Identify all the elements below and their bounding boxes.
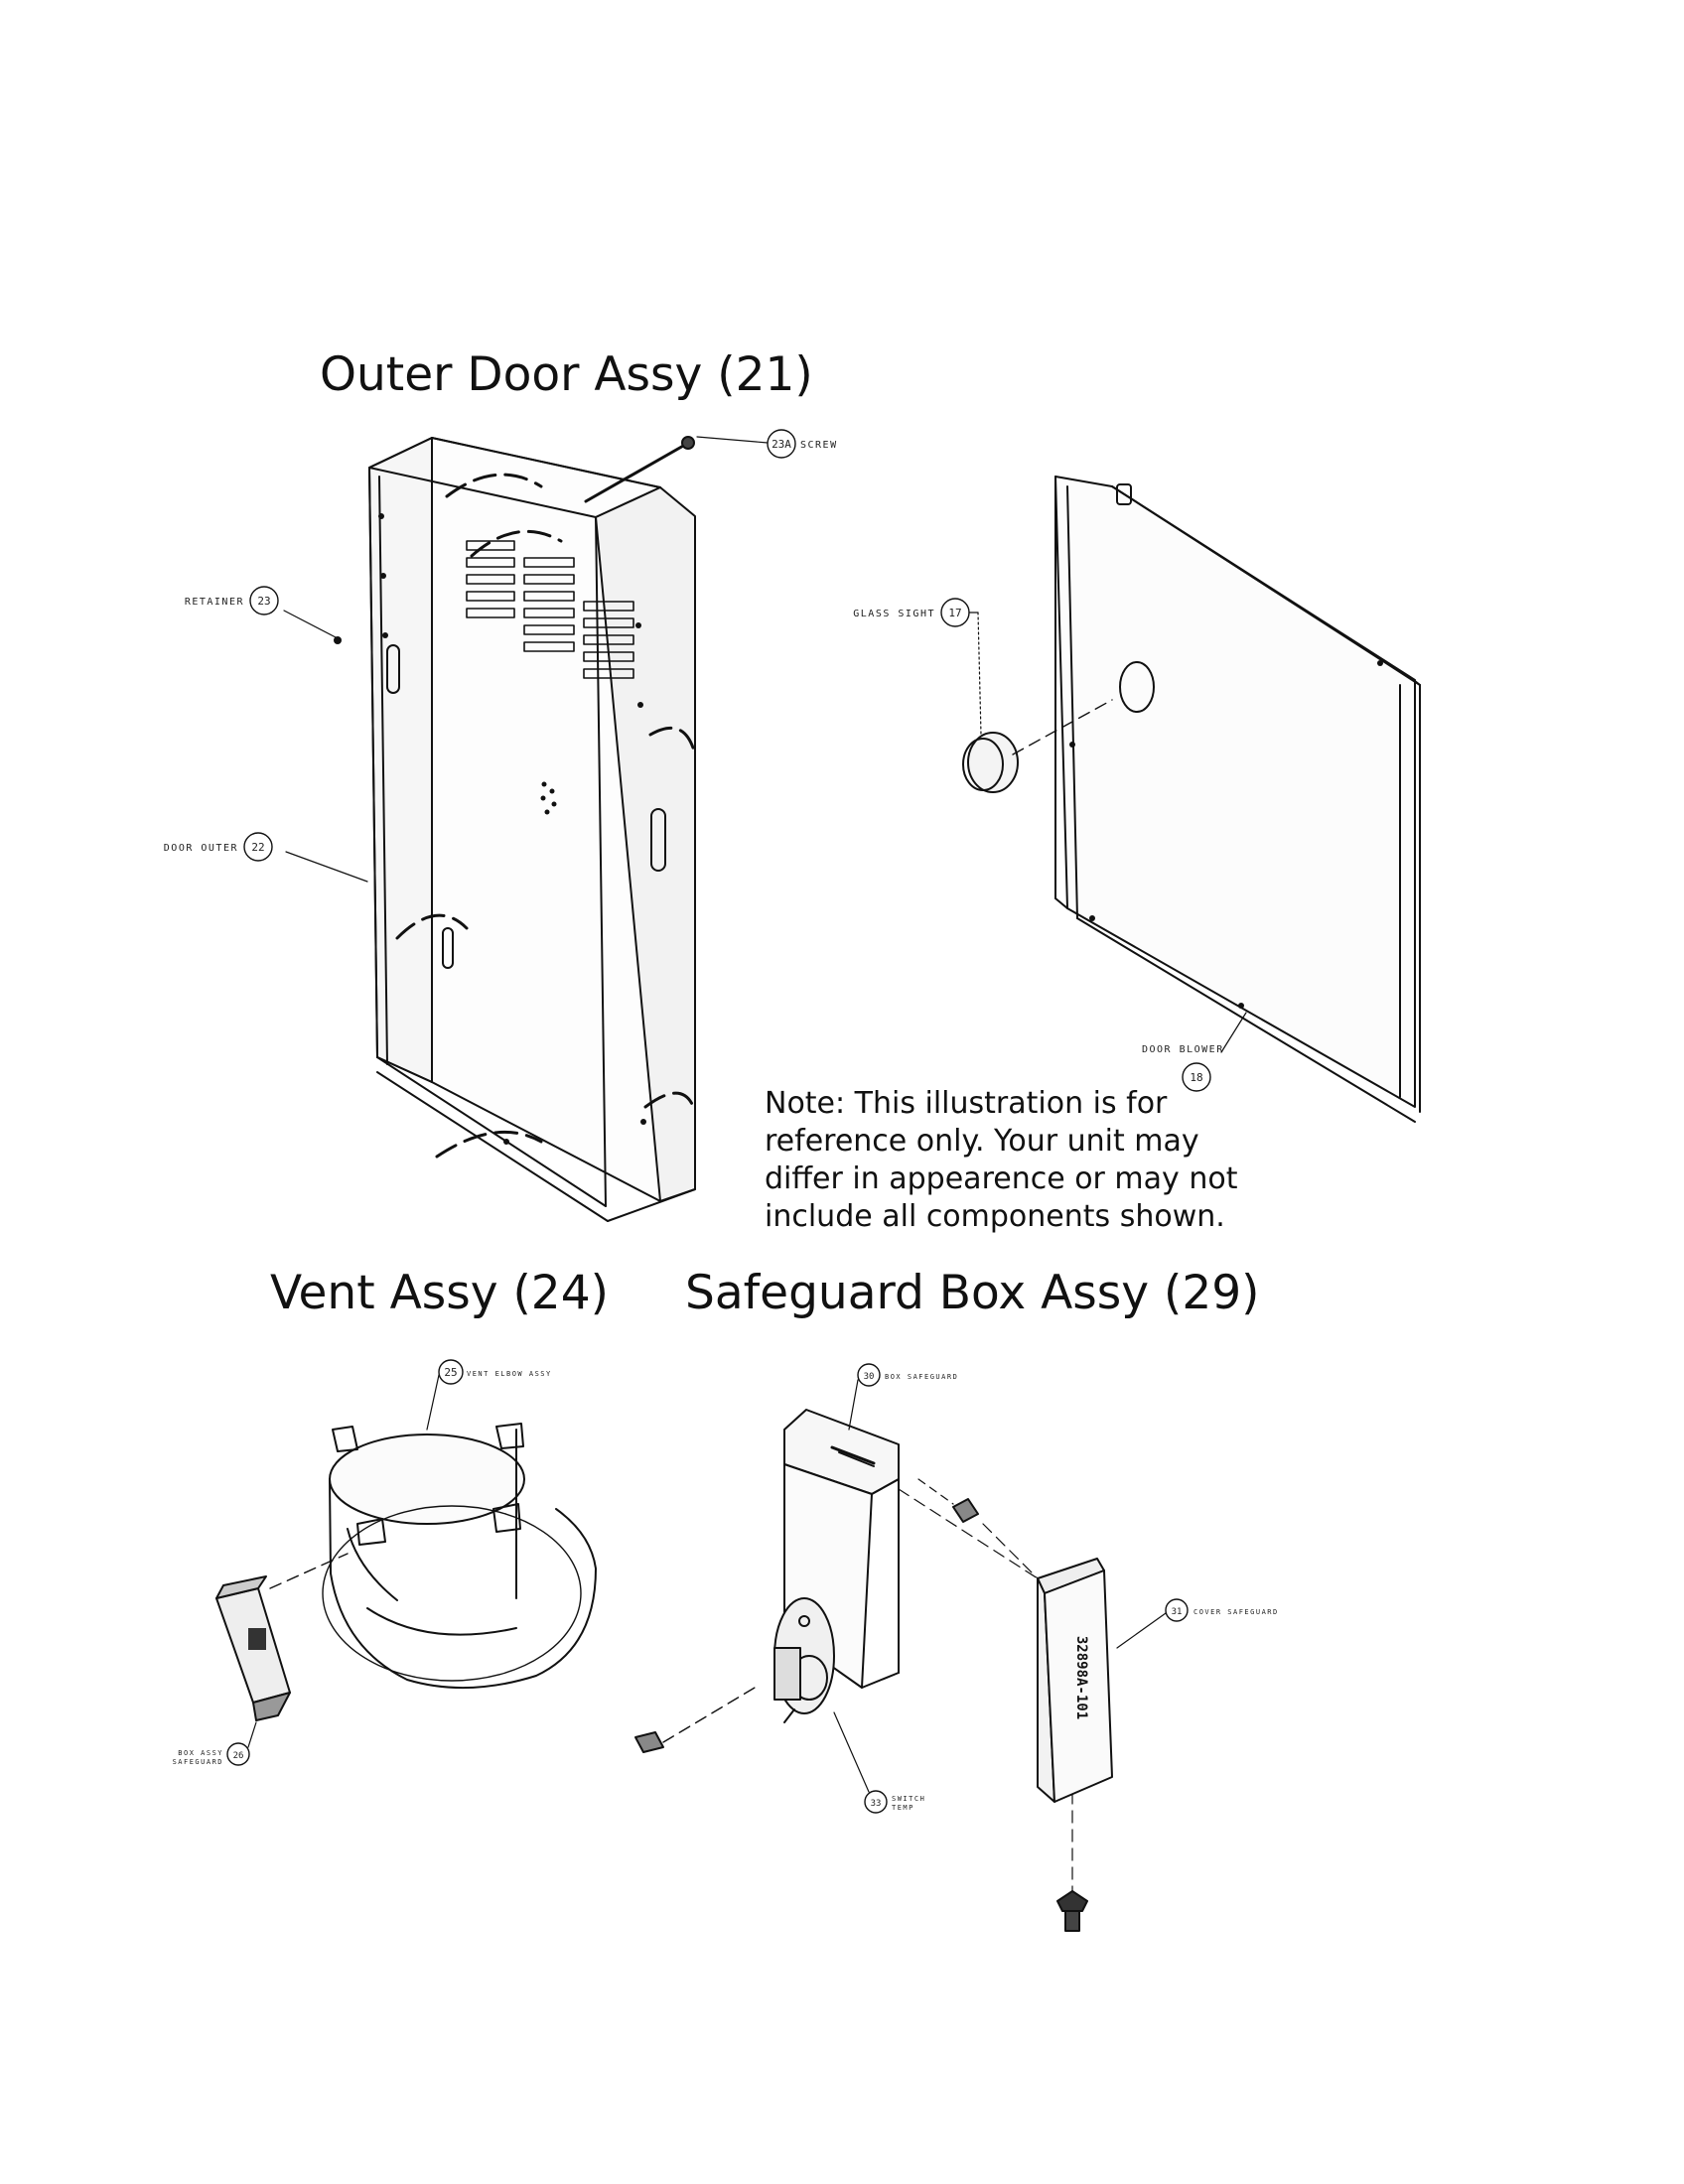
callout-glass-sight: 17 GLASS SIGHT <box>853 598 979 627</box>
callout-number: 22 <box>251 841 264 854</box>
callout-label: COVER SAFEGUARD <box>1193 1608 1279 1616</box>
note-line: reference only. Your unit may <box>765 1124 1199 1159</box>
callout-label: SAFEGUARD <box>173 1758 223 1766</box>
callout-label: BOX ASSY <box>178 1749 223 1757</box>
callout-label: SWITCH <box>892 1795 925 1803</box>
callout-label: RETAINER <box>185 597 244 608</box>
screw-part <box>584 436 695 503</box>
callout-number: 31 <box>1172 1607 1183 1617</box>
note-line: Note: This illustration is for <box>765 1086 1168 1121</box>
callout-cover-safeguard: 31 COVER SAFEGUARD <box>1116 1598 1279 1649</box>
callout-number: 25 <box>444 1366 457 1379</box>
callout-number: 23A <box>772 438 791 451</box>
reference-note: Note: This illustration is for reference… <box>765 1085 1321 1236</box>
callout-retainer: 23 RETAINER <box>185 586 279 615</box>
callout-number: 18 <box>1190 1071 1202 1084</box>
callout-box-safeguard: 30 BOX SAFEGUARD <box>848 1363 958 1431</box>
callout-number: 17 <box>948 607 961 619</box>
callout-label: BOX SAFEGUARD <box>885 1373 958 1381</box>
safeguard-screw-part <box>634 1478 979 1753</box>
callout-label: DOOR OUTER <box>164 843 238 854</box>
retainer-part <box>334 636 342 644</box>
callout-vent-elbow: 25 VENT ELBOW ASSY <box>426 1359 552 1431</box>
vent-elbow-part <box>322 1423 597 1690</box>
note-line: include all components shown. <box>765 1199 1225 1234</box>
callout-screw: 23A SCREW <box>767 429 838 459</box>
callout-label: GLASS SIGHT <box>853 609 935 619</box>
door-outer-part <box>368 437 697 1222</box>
callout-label: VENT ELBOW ASSY <box>467 1370 552 1378</box>
bottom-fastener-part <box>1056 1890 1088 1932</box>
door-blower-part <box>1054 476 1421 1123</box>
callout-label: SCREW <box>800 440 838 451</box>
note-line: differ in appearence or may not <box>765 1161 1238 1196</box>
safeguard-box-assy-heading: Safeguard Box Assy (29) <box>685 1266 1260 1320</box>
vent-assy-heading: Vent Assy (24) <box>270 1266 609 1320</box>
callout-number: 23 <box>257 595 270 608</box>
callout-label: TEMP <box>892 1804 914 1812</box>
callout-door-blower: DOOR BLOWER 18 <box>1142 1012 1247 1092</box>
box-assy-safeguard-part <box>215 1553 349 1721</box>
glass-sight-part <box>962 612 1113 793</box>
callout-number: 26 <box>233 1751 244 1761</box>
callout-label: DOOR BLOWER <box>1142 1044 1224 1055</box>
outer-door-assy-heading: Outer Door Assy (21) <box>320 347 813 402</box>
callout-door-outer: 22 DOOR OUTER <box>164 832 273 862</box>
callout-box-assy-safeguard: BOX ASSY SAFEGUARD 26 <box>173 1721 257 1766</box>
callout-switch-temp: 33 SWITCH TEMP <box>833 1711 925 1814</box>
cover-safeguard-part: 32898A-101 <box>1037 1558 1113 1803</box>
box-safeguard-part <box>773 1409 900 1723</box>
callout-number: 30 <box>864 1372 875 1382</box>
cover-part-stamp: 32898A-101 <box>1073 1636 1089 1719</box>
callout-number: 33 <box>871 1799 882 1809</box>
